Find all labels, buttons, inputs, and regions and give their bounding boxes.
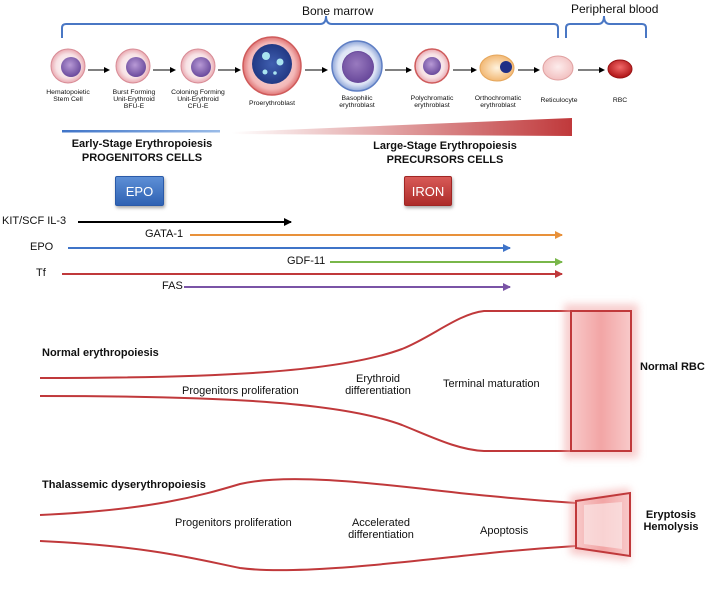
bone-marrow-label: Bone marrow — [302, 4, 374, 18]
cell-label: Basophilic erythroblast — [339, 95, 375, 110]
late-stage-wedge — [232, 118, 572, 136]
factor-label-gata-1: GATA-1 — [145, 228, 184, 240]
cell-label: Hematopoietic Stem Cell — [46, 89, 90, 104]
normal-phase-proliferation: Progenitors proliferation — [182, 385, 299, 397]
cell-label: Burst Forming Unit-Erythroid BFU-E — [112, 89, 156, 111]
factor-arrows — [62, 218, 563, 291]
normal-outcome: Normal RBC — [640, 361, 705, 373]
basophilic-erythroblast-cell-icon — [331, 40, 383, 92]
bfu-e-cell-icon — [115, 48, 151, 84]
factor-label-fas: FAS — [162, 280, 183, 292]
early-stage-title: Early-Stage Erythropoiesis — [71, 138, 213, 150]
cell-label: Coloning Forming Unit-Erythroid CFU-E — [171, 89, 225, 111]
thal-phase-proliferation: Progenitors proliferation — [175, 517, 292, 529]
cfu-e-cell-icon — [180, 48, 216, 84]
hematopoietic-stem-cell-icon — [50, 48, 86, 84]
thal-outcome: Eryptosis Hemolysis — [643, 509, 699, 533]
early-stage-bar — [62, 130, 220, 133]
thal-title: Thalassemic dyserythropoiesis — [42, 479, 206, 491]
normal-rbc-box — [570, 310, 632, 452]
thal-funnel-outline — [39, 478, 577, 572]
cell-label: Orthochromatic erythroblast — [474, 95, 522, 110]
cell-label: Reticulocyte — [540, 97, 578, 104]
thal-phase-differentiation: Accelerated differentiation — [348, 517, 414, 541]
factor-label-gdf-11: GDF-11 — [287, 255, 326, 267]
proerythroblast-cell-icon — [242, 36, 302, 96]
late-stage-title: Large-Stage Erythropoiesis — [373, 140, 517, 152]
early-stage-subtitle: PROGENITORS CELLS — [81, 152, 203, 164]
peripheral-blood-brace — [565, 15, 647, 38]
orthochromatic-erythroblast-cell-icon — [479, 54, 515, 82]
epo-button: EPO — [115, 176, 164, 206]
reticulocyte-cell-icon — [542, 55, 574, 81]
thal-phase-apoptosis: Apoptosis — [480, 525, 529, 537]
normal-phase-maturation: Terminal maturation — [443, 378, 540, 390]
normal-phase-differentiation: Erythroid differentiation — [345, 373, 411, 397]
iron-button: IRON — [404, 176, 452, 206]
cell-label: Proerythroblast — [248, 100, 296, 107]
rbc-cell-icon — [607, 59, 633, 79]
bone-marrow-brace — [61, 15, 559, 38]
factor-label-tf: Tf — [36, 267, 46, 279]
factor-label-epo: EPO — [30, 241, 54, 253]
factor-label-kit-scf: KIT/SCF IL-3 — [2, 215, 67, 227]
peripheral-blood-label: Peripheral blood — [571, 2, 659, 16]
cell-label: RBC — [612, 97, 628, 104]
normal-title: Normal erythropoiesis — [42, 347, 159, 359]
cell-label: Polychromatic erythroblast — [410, 95, 454, 110]
normal-funnel-outline — [39, 310, 572, 452]
polychromatic-erythroblast-cell-icon — [414, 48, 450, 84]
late-stage-subtitle: PRECURSORS CELLS — [386, 154, 504, 166]
